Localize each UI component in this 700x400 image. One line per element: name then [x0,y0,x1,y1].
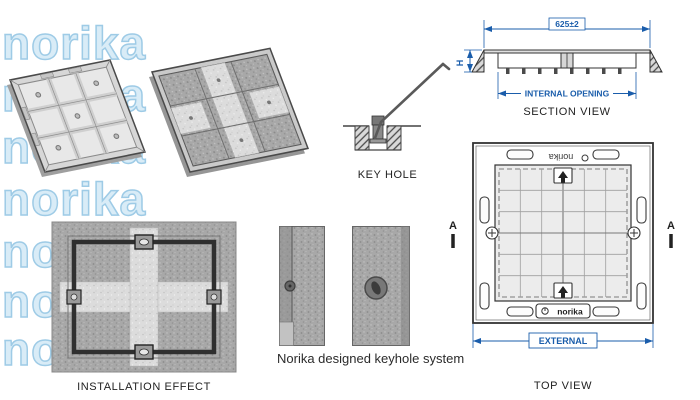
width-dimension-text: 625±2 [555,19,579,29]
keyhole-detail-label: KEY HOLE [357,169,418,181]
internal-opening-text: INTERNAL OPENING [525,89,610,99]
top-view-drawing: norika norika A A EXTERNAL [449,142,675,349]
brand-text-bottom: norika [557,307,583,317]
external-dimension-text: EXTERNAL [539,336,588,346]
keyhole-photo-left [279,226,325,346]
filled-cover-drawing [149,47,310,177]
height-dimension-text: H [455,60,465,67]
empty-tray-drawing [7,59,146,177]
tray-body [8,59,146,173]
keyhole-detail-drawing [343,62,451,151]
section-marker-right: A [667,220,675,232]
frame-slot [592,306,620,317]
frame-slot [636,196,647,224]
watermark-text: norika [1,173,147,225]
installation-effect-label: INSTALLATION EFFECT [77,381,211,393]
brand-text-top: norika [549,152,574,162]
frame-slot [479,196,490,224]
installation-effect-drawing [51,221,237,373]
keyhole-system-caption: Norika designed keyhole system [277,351,465,366]
top-view-label: TOP VIEW [533,380,593,392]
frame-slot [636,282,647,310]
section-marker-left: A [449,220,457,232]
frame-slot [506,149,534,160]
section-view-drawing: 625±2 H INTERNAL OPENING [455,17,663,100]
frame-slot [592,149,620,160]
brand-logo-mark [541,307,549,315]
section-view-label: SECTION VIEW [523,106,611,118]
cover-body [150,47,310,173]
key-rod [373,62,445,140]
section-block-left [354,125,370,151]
brand-top-rotated: norika [549,152,589,162]
section-block-right [386,125,402,151]
frame-slot [506,306,534,317]
keyhole-photo-right [352,226,410,346]
frame-slot [479,282,490,310]
watermark-text: norika [1,17,147,69]
brand-plate [535,303,591,319]
